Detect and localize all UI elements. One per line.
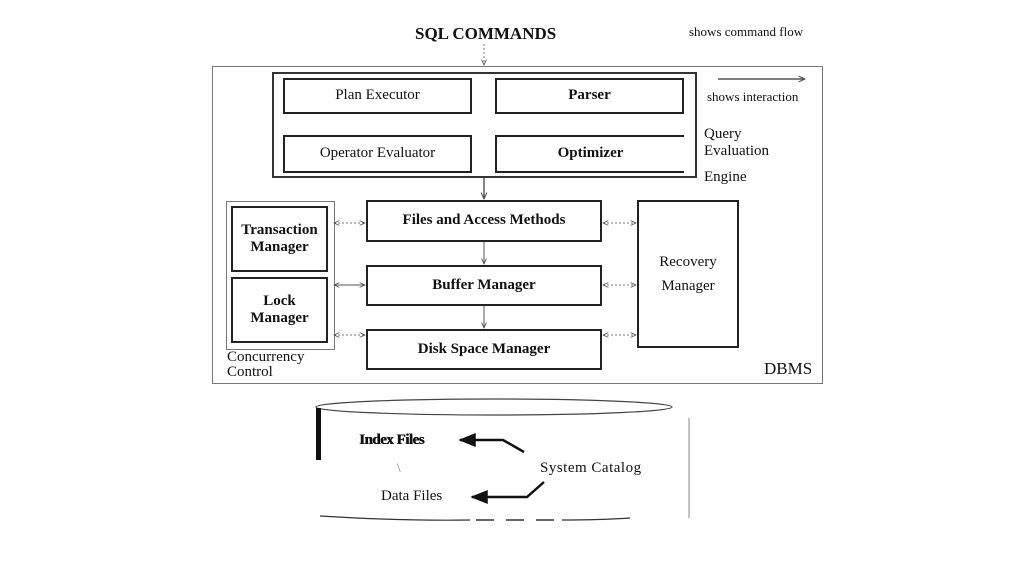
database-cylinder-bottom xyxy=(319,515,471,521)
files-access-methods-box: Files and Access Methods xyxy=(366,200,602,242)
transaction-manager-label-line-2: Manager xyxy=(250,239,309,255)
sql-commands-title: SQL COMMANDS xyxy=(415,24,557,43)
query-engine-label-line-3: Engine xyxy=(704,169,747,185)
disk-space-manager-label: Disk Space Manager xyxy=(417,340,551,357)
operator-evaluator-label: Operator Evaluator xyxy=(319,145,436,162)
query-engine-label-line-1: Query xyxy=(704,126,742,142)
operator-evaluator-box: Operator Evaluator xyxy=(283,135,472,173)
recovery-manager-label-line-2: Manager xyxy=(661,278,715,294)
lock-manager-label-line-1: Lock xyxy=(263,292,296,309)
concurrency-label-line-1: Concurrency xyxy=(227,349,305,365)
plan-executor-label: Plan Executor xyxy=(335,87,420,104)
transaction-manager-box: Transaction Manager xyxy=(231,206,328,272)
lock-manager-box: Lock Manager xyxy=(231,277,328,343)
disk-space-manager-box: Disk Space Manager xyxy=(366,329,602,370)
dbms-label: DBMS xyxy=(764,359,813,378)
optimizer-box: Optimizer xyxy=(495,135,684,173)
parser-box: Parser xyxy=(495,78,684,114)
catalog-to-data-arrow xyxy=(470,481,545,504)
buffer-manager-box: Buffer Manager xyxy=(366,265,602,306)
recovery-manager-label-line-1: Recovery xyxy=(659,254,717,270)
database-cylinder-top xyxy=(315,398,673,416)
database-cylinder-bottom-right xyxy=(561,517,631,521)
lock-manager-label-line-2: Manager xyxy=(250,310,309,326)
system-catalog-label: System Catalog xyxy=(540,460,642,476)
database-cylinder-left-edge xyxy=(316,408,321,460)
optimizer-label: Optimizer xyxy=(557,145,624,162)
data-files-label: Data Files xyxy=(381,488,443,504)
query-engine-label-line-2: Evaluation xyxy=(704,143,769,159)
buffer-manager-label: Buffer Manager xyxy=(432,276,536,293)
plan-executor-box: Plan Executor xyxy=(283,78,472,114)
parser-label: Parser xyxy=(568,87,611,104)
dbms-boundary xyxy=(212,66,823,384)
query-engine-boundary xyxy=(272,72,697,178)
files-access-methods-label: Files and Access Methods xyxy=(402,212,566,229)
catalog-to-index-arrow xyxy=(458,433,525,454)
legend-command-flow: shows command flow xyxy=(689,24,804,39)
concurrency-control-boundary xyxy=(226,201,335,350)
transaction-manager-label-line-1: Transaction xyxy=(241,221,318,238)
concurrency-label-line-2: Control xyxy=(227,364,273,380)
stray-mark: \ xyxy=(397,460,401,475)
index-files-label: Index Files xyxy=(359,432,424,448)
legend-interaction: shows interaction xyxy=(707,89,799,104)
recovery-manager-box: Recovery Manager xyxy=(637,200,739,348)
